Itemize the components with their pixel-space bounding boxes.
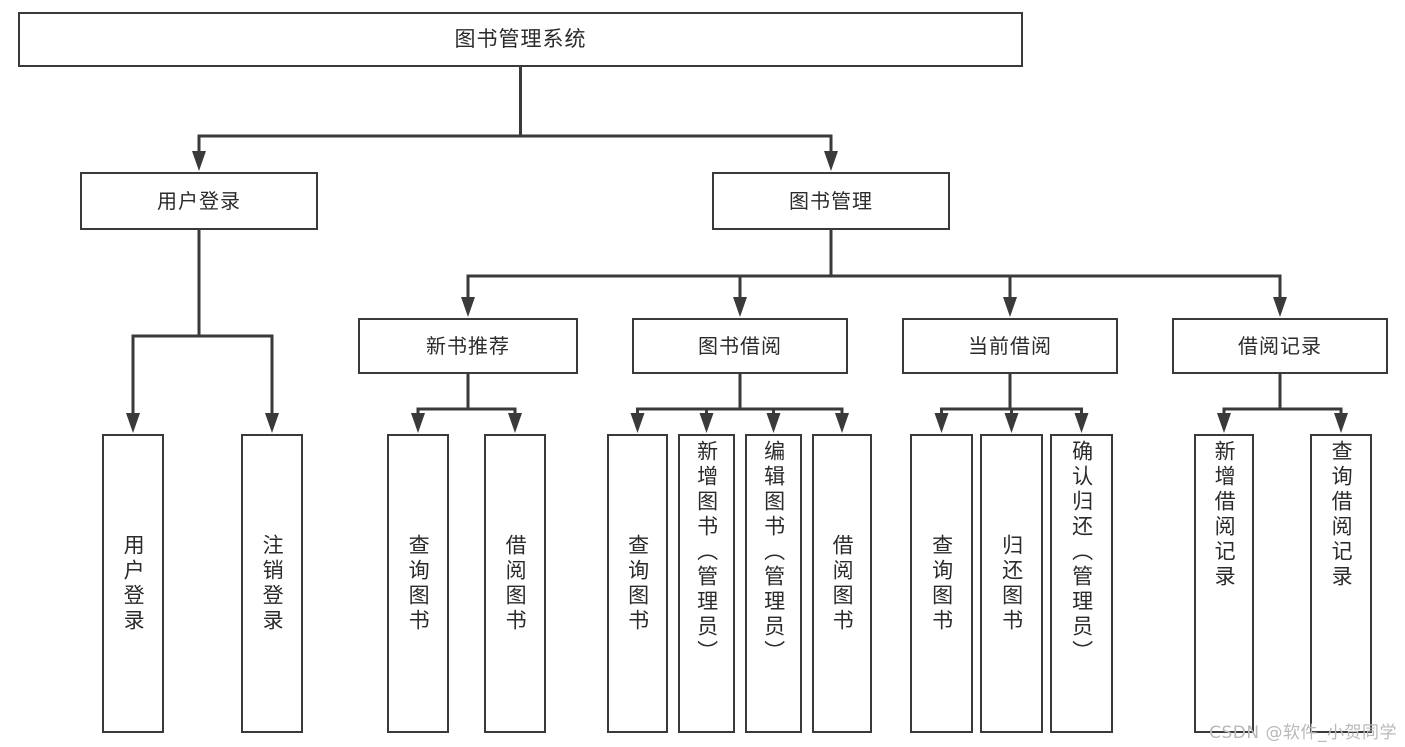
node-leaf-logout[interactable]: 注销登录 [241,434,303,733]
node-label-leaf-query1: 查询图书 [406,533,431,634]
node-leaf-return[interactable]: 归还图书 [980,434,1043,733]
connector-arrowhead [192,151,206,171]
node-label-leaf-borrow2: 借阅图书 [830,533,855,634]
node-label-leaf-add: 新增图书（管理员） [694,440,719,665]
connector-arrowhead [699,413,714,433]
node-leaf-queryrec[interactable]: 查询借阅记录 [1310,434,1372,733]
connector-arrowhead [1003,297,1017,317]
node-label-root: 图书管理系统 [454,27,587,52]
connector-arrowhead [835,413,849,433]
node-leaf-add[interactable]: 新增图书（管理员） [678,434,735,733]
node-label-borrow: 图书借阅 [698,333,782,358]
node-bookmgmt[interactable]: 图书管理 [712,172,950,230]
node-borrow[interactable]: 图书借阅 [632,318,848,374]
node-label-current: 当前借阅 [968,333,1052,358]
connector-arrowhead [508,413,522,433]
node-label-leaf-logout: 注销登录 [260,533,285,634]
node-leaf-query3[interactable]: 查询图书 [910,434,973,733]
node-label-newbook: 新书推荐 [426,333,510,358]
connector-arrowhead [630,413,645,433]
node-leaf-borrow2[interactable]: 借阅图书 [812,434,872,733]
connector-arrowhead [1074,413,1089,433]
node-newbook[interactable]: 新书推荐 [358,318,578,374]
node-label-leaf-borrow1: 借阅图书 [503,533,528,634]
node-leaf-login[interactable]: 用户登录 [102,434,164,733]
node-records[interactable]: 借阅记录 [1172,318,1388,374]
node-label-leaf-addrec: 新增借阅记录 [1212,440,1237,590]
node-label-bookmgmt: 图书管理 [789,188,873,213]
node-label-leaf-query3: 查询图书 [929,533,954,634]
node-label-login: 用户登录 [157,188,241,213]
connector-arrowhead [126,413,140,433]
node-label-leaf-query2: 查询图书 [625,533,650,634]
connector-arrowhead [411,413,425,433]
connector-arrowhead [461,297,475,317]
connector-arrowhead [824,151,838,171]
connector-arrowhead [1004,413,1019,433]
connector-arrowhead [1217,413,1231,433]
connector-arrowhead [1334,413,1348,433]
node-leaf-confirm[interactable]: 确认归还（管理员） [1050,434,1113,733]
node-login[interactable]: 用户登录 [80,172,318,230]
node-leaf-borrow1[interactable]: 借阅图书 [484,434,546,733]
node-label-leaf-confirm: 确认归还（管理员） [1069,440,1094,665]
node-leaf-edit[interactable]: 编辑图书（管理员） [745,434,802,733]
connector-arrowhead [1273,297,1287,317]
connector-arrowhead [934,413,949,433]
node-label-leaf-return: 归还图书 [999,533,1024,634]
node-label-leaf-edit: 编辑图书（管理员） [761,440,786,665]
node-leaf-query2[interactable]: 查询图书 [607,434,668,733]
node-label-records: 借阅记录 [1238,333,1322,358]
connector-arrowhead [265,413,279,433]
connector-arrowhead [733,297,747,317]
node-leaf-query1[interactable]: 查询图书 [387,434,449,733]
node-root[interactable]: 图书管理系统 [18,12,1023,67]
node-label-leaf-login: 用户登录 [121,533,146,634]
node-leaf-addrec[interactable]: 新增借阅记录 [1194,434,1254,733]
node-label-leaf-queryrec: 查询借阅记录 [1329,440,1354,590]
node-current[interactable]: 当前借阅 [902,318,1118,374]
connector-arrowhead [766,413,781,433]
